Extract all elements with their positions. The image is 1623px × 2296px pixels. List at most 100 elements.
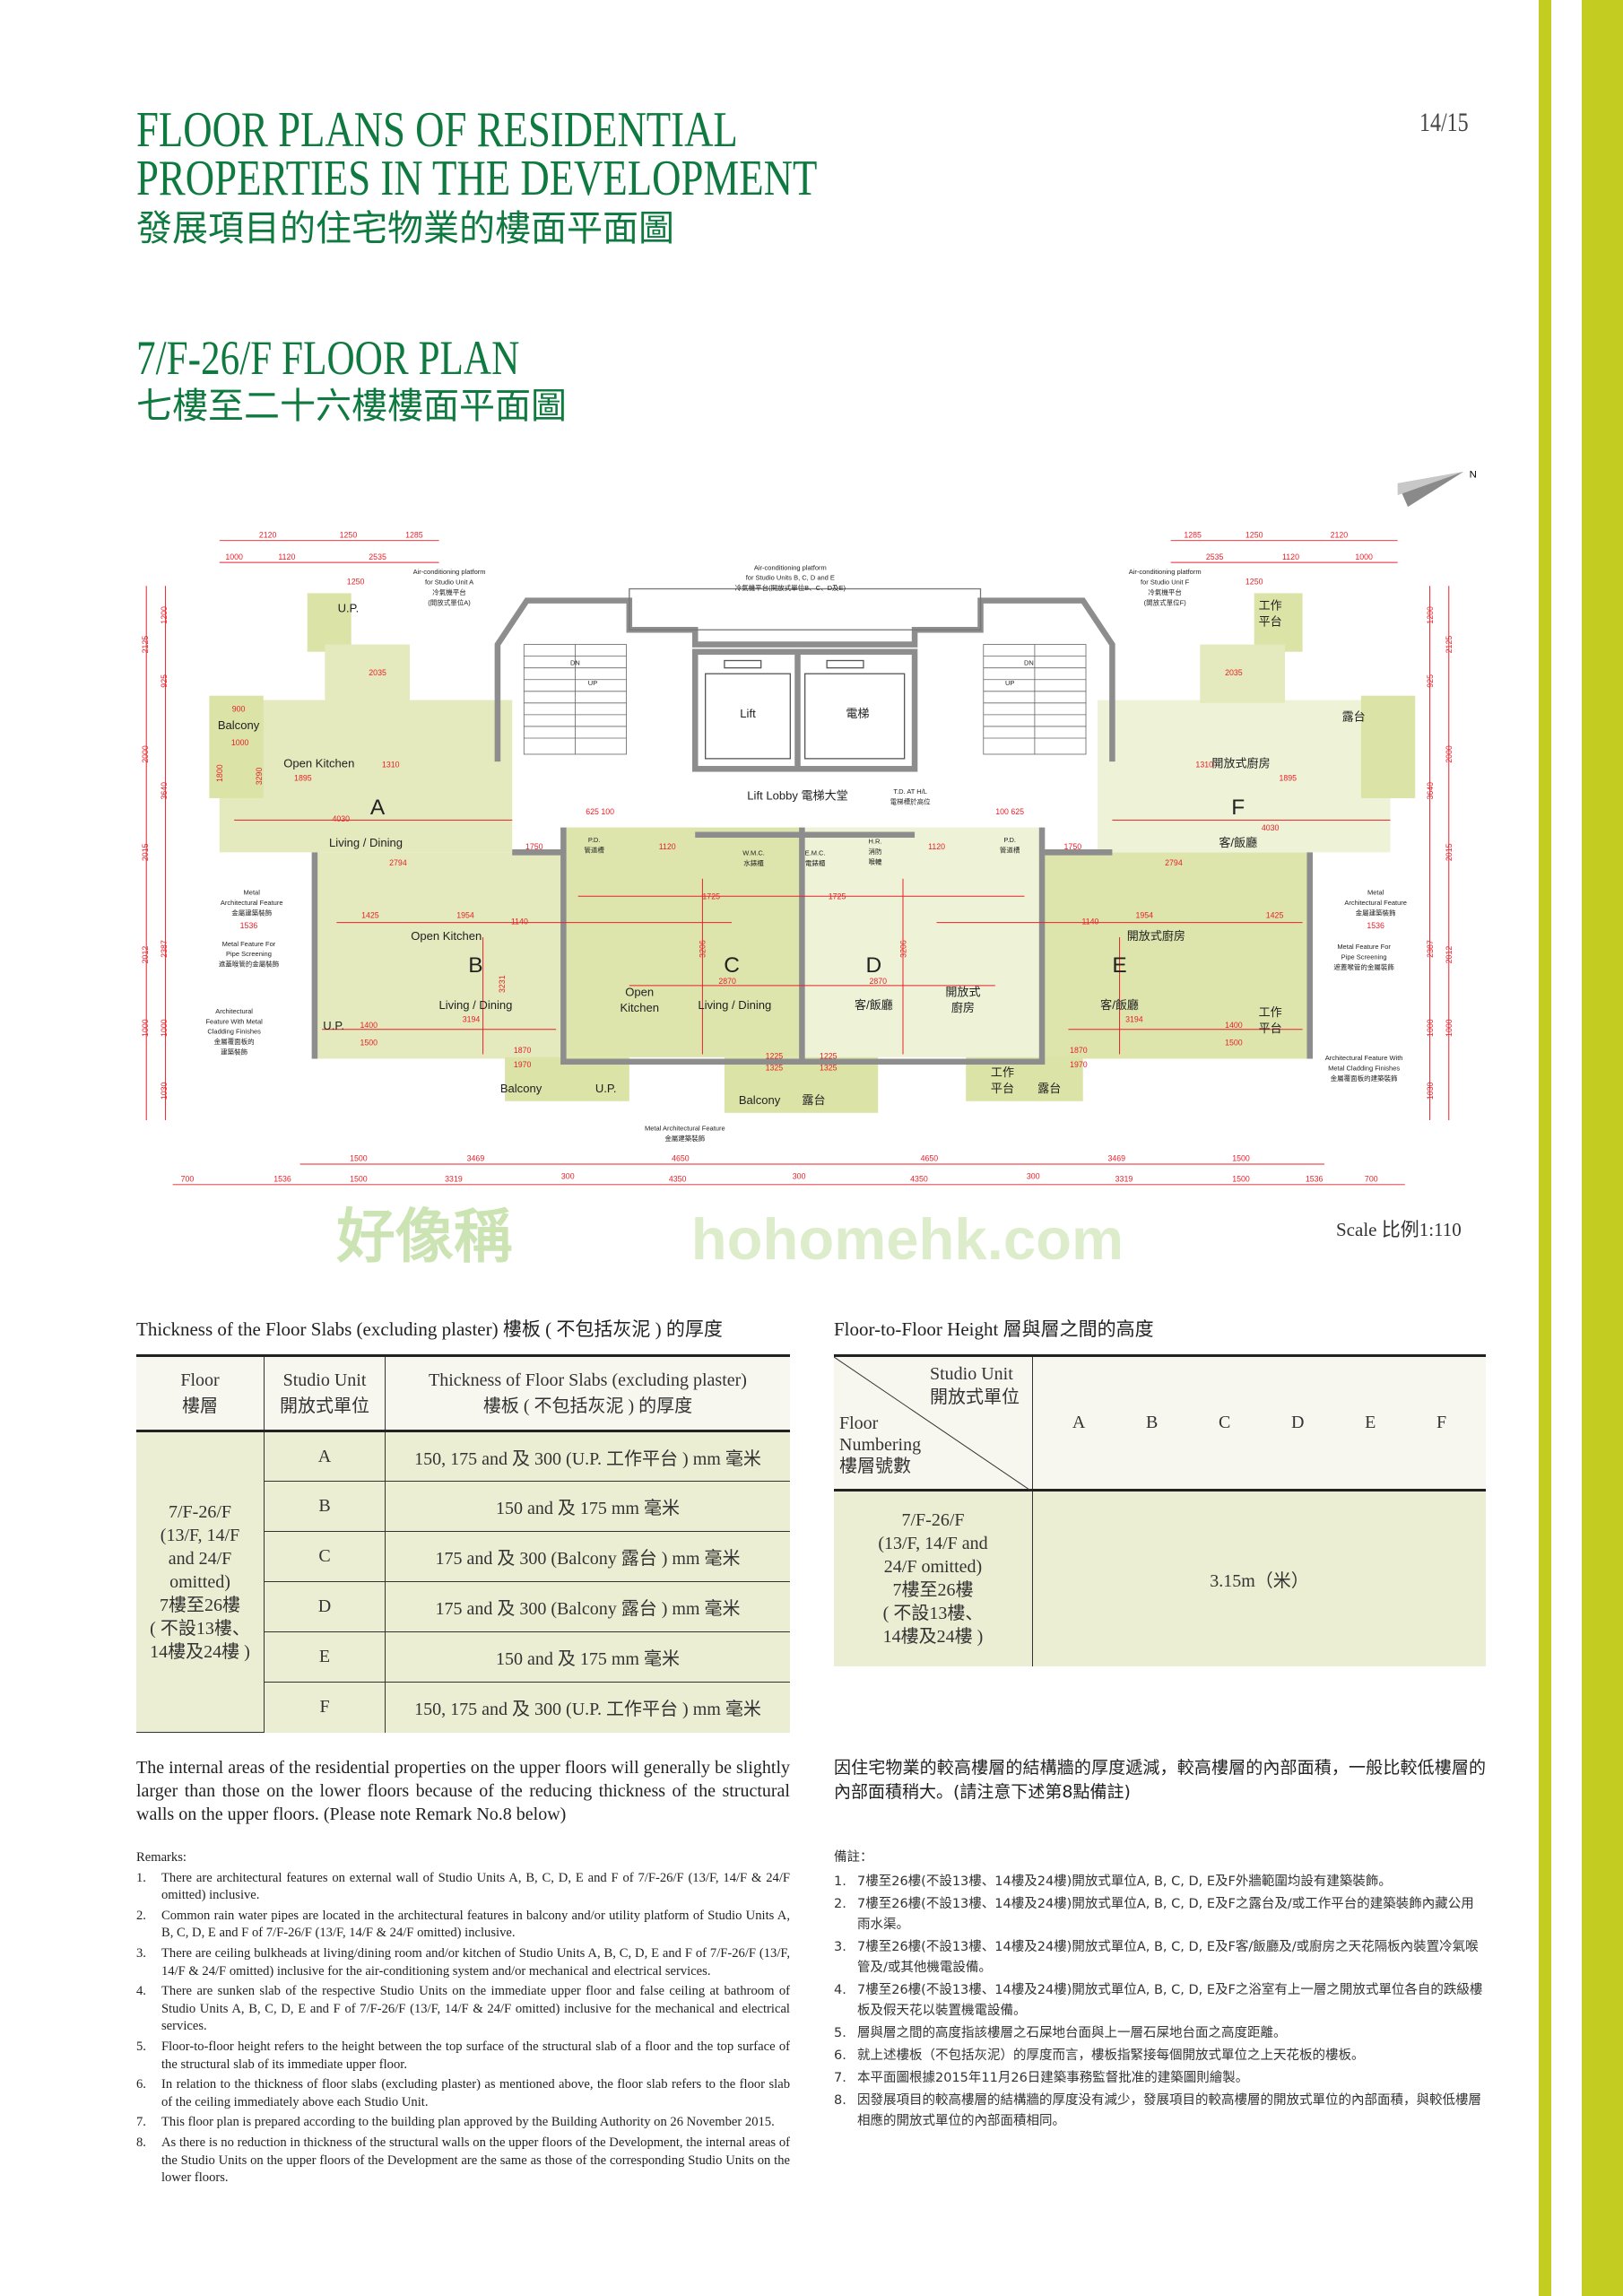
- ac-platform-label: for Studio Units B, C, D and E: [746, 574, 835, 582]
- floor-plan-title-cn: 七樓至二十六樓樓面平面圖: [136, 386, 567, 427]
- dim-text: 1285: [405, 530, 423, 539]
- remark-item: 4.7樓至26樓(不設13樓、14樓及24樓)開放式單位A, B, C, D, …: [834, 1980, 1486, 2022]
- lift-lobby-label: Lift Lobby 電梯大堂: [747, 789, 847, 803]
- open-kitchen-label-cn: 開放式廚房: [1211, 757, 1270, 770]
- dim-text: 3469: [1108, 1154, 1126, 1163]
- thickness-cell: 150 and 及 175 mm 毫米: [385, 1481, 790, 1532]
- dim-text: 300: [793, 1171, 806, 1180]
- dim-text: 3469: [467, 1154, 485, 1163]
- floor-text: and 24/F: [168, 1549, 232, 1569]
- cladding-label: Cladding Finishes: [207, 1028, 261, 1036]
- header-text: Floor: [180, 1370, 220, 1390]
- metal-feature-label: Metal Architectural Feature: [645, 1124, 725, 1132]
- lift-cars: [705, 659, 906, 760]
- pd-label: 管道槽: [584, 845, 604, 854]
- thickness-cell: 175 and 及 300 (Balcony 露台 ) mm 毫米: [385, 1531, 790, 1582]
- pd-label: P.D.: [1003, 836, 1016, 844]
- utility-platform-label: 工作: [1259, 1005, 1282, 1019]
- dim-text: 2125: [141, 636, 150, 654]
- floor-plan-title: 7/F-26/F FLOOR PLAN: [136, 331, 520, 385]
- emc-label: 電錶櫃: [805, 858, 826, 867]
- utility-platform-label: U.P.: [323, 1019, 344, 1032]
- dim-text: 3194: [463, 1015, 481, 1024]
- cladding-label: 金屬覆面板的: [214, 1037, 255, 1046]
- dim-text: 2012: [1445, 946, 1454, 964]
- floor-text: ( 不設13樓、: [882, 1604, 984, 1624]
- floor-text: 7/F-26/F: [168, 1502, 232, 1522]
- unit-a-up: [307, 593, 352, 652]
- utility-platform-label: 平台: [991, 1082, 1014, 1095]
- table-header-row: Studio Unit 開放式單位 Floor Numbering 樓層號數 A…: [834, 1354, 1486, 1492]
- open-kitchen-label-cn: 廚房: [951, 1001, 975, 1014]
- emc-label: E.M.C.: [805, 849, 826, 857]
- title-line-1: FLOOR PLANS OF RESIDENTIAL: [136, 102, 738, 158]
- dim-text: 1500: [1232, 1154, 1250, 1163]
- dim-text: 925: [1426, 674, 1435, 688]
- corner-text: Studio Unit: [930, 1364, 1013, 1384]
- stair-up-label: UP: [588, 679, 597, 687]
- note-cn: 因住宅物業的較高樓層的結構牆的厚度遞減，較高樓層的內部面積，一般比較低樓層的內部…: [834, 1758, 1486, 1802]
- corner-text: Floor: [839, 1413, 879, 1433]
- page-title-cn: 發展項目的住宅物業的樓面平面圖: [136, 208, 674, 249]
- thickness-cell: 150, 175 and 及 300 (U.P. 工作平台 ) mm 毫米: [385, 1682, 790, 1733]
- utility-platform-label: 平台: [1259, 1022, 1282, 1035]
- dim-text: 1536: [1367, 921, 1384, 930]
- cladding-label: Architectural: [215, 1007, 253, 1015]
- td-label: T.D. AT H/L: [893, 787, 927, 796]
- dim-text: 1310: [1195, 761, 1213, 770]
- open-kitchen-label: Open Kitchen: [411, 929, 482, 943]
- dim-text: 1310: [382, 761, 400, 770]
- metal-feature-label: Metal: [244, 889, 261, 897]
- floor-text: (13/F, 14/F: [160, 1526, 240, 1545]
- header-floor: Floor 樓層: [136, 1354, 265, 1432]
- stair-down-label: DN: [570, 658, 580, 666]
- dim-text: 2000: [1445, 745, 1454, 763]
- living-dining-label: Living / Dining: [329, 836, 403, 849]
- dim-text: 2387: [1426, 940, 1435, 958]
- remark-item: 3.7樓至26樓(不設13樓、14樓及24樓)開放式單位A, B, C, D, …: [834, 1937, 1486, 1979]
- diagonal-divider: [834, 1357, 1032, 1492]
- unit-header: D: [1290, 1413, 1305, 1432]
- metal-feature-label: 金屬建築裝飾: [1356, 908, 1396, 917]
- ac-platform-label: 冷氣機平台(開放式單位B、C、D及E): [735, 583, 846, 592]
- dim-text: 2015: [1445, 843, 1454, 861]
- side-stripe-thick: [1582, 0, 1623, 2296]
- ac-platform-label: Air-conditioning platform: [413, 568, 486, 576]
- lift-label: Lift: [740, 707, 756, 720]
- dim-text: 300: [1027, 1171, 1040, 1180]
- unit-a-area: [219, 700, 513, 853]
- dim-text: 2000: [141, 745, 150, 763]
- metal-feature-label: Architectural Feature: [1344, 899, 1407, 907]
- metal-feature-label: Metal: [1367, 889, 1384, 897]
- metal-feature-label: Architectural Feature: [221, 899, 283, 907]
- wmc-label: 水錶櫃: [743, 858, 764, 867]
- unit-headers: A B C D E F: [1032, 1354, 1486, 1492]
- dim-text: 1000: [1445, 1019, 1454, 1037]
- dim-text: 2015: [141, 843, 150, 861]
- pipe-screening-label: Metal Feature For: [1337, 943, 1391, 951]
- scale-label: Scale 比例1:110: [1336, 1219, 1462, 1240]
- ac-platform-label: (開放式單位A): [428, 597, 471, 606]
- remark-text: 層與層之間的高度指該樓層之石屎地台面與上一層石屎地台面之高度距離。: [857, 2026, 1287, 2040]
- page-title: FLOOR PLANS OF RESIDENTIAL PROPERTIES IN…: [136, 102, 817, 204]
- ac-platform-label: 冷氣機平台: [432, 587, 466, 596]
- floor-cell: 7/F-26/F (13/F, 14/F and 24/F omitted) 7…: [136, 1431, 265, 1733]
- dim-text: 1200: [1426, 606, 1435, 624]
- remark-item: 8.因發展項目的較高樓層的結構牆的厚度没有減少，發展項目的較高樓層的開放式單位的…: [834, 2091, 1486, 2132]
- balcony-label: Balcony: [500, 1082, 542, 1095]
- dim-text: 625 100: [586, 807, 614, 816]
- corner-header: Studio Unit 開放式單位 Floor Numbering 樓層號數: [834, 1354, 1033, 1492]
- header-text: 樓層: [182, 1396, 218, 1416]
- dim-text: 1325: [820, 1063, 838, 1072]
- dim-text: 1425: [361, 911, 379, 920]
- hr-label: H.R.: [868, 838, 881, 846]
- dim-text: 1800: [215, 764, 224, 782]
- dim-text: 1536: [1306, 1175, 1324, 1184]
- dim-text: 1725: [702, 892, 720, 901]
- thickness-cell: 175 and 及 300 (Balcony 露台 ) mm 毫米: [385, 1581, 790, 1632]
- ac-platform-label: Air-conditioning platform: [1129, 568, 1202, 576]
- remark-text: 7樓至26樓(不設13樓、14樓及24樓)開放式單位A, B, C, D, E及…: [857, 1897, 1474, 1932]
- utility-platform-label: U.P.: [338, 602, 360, 615]
